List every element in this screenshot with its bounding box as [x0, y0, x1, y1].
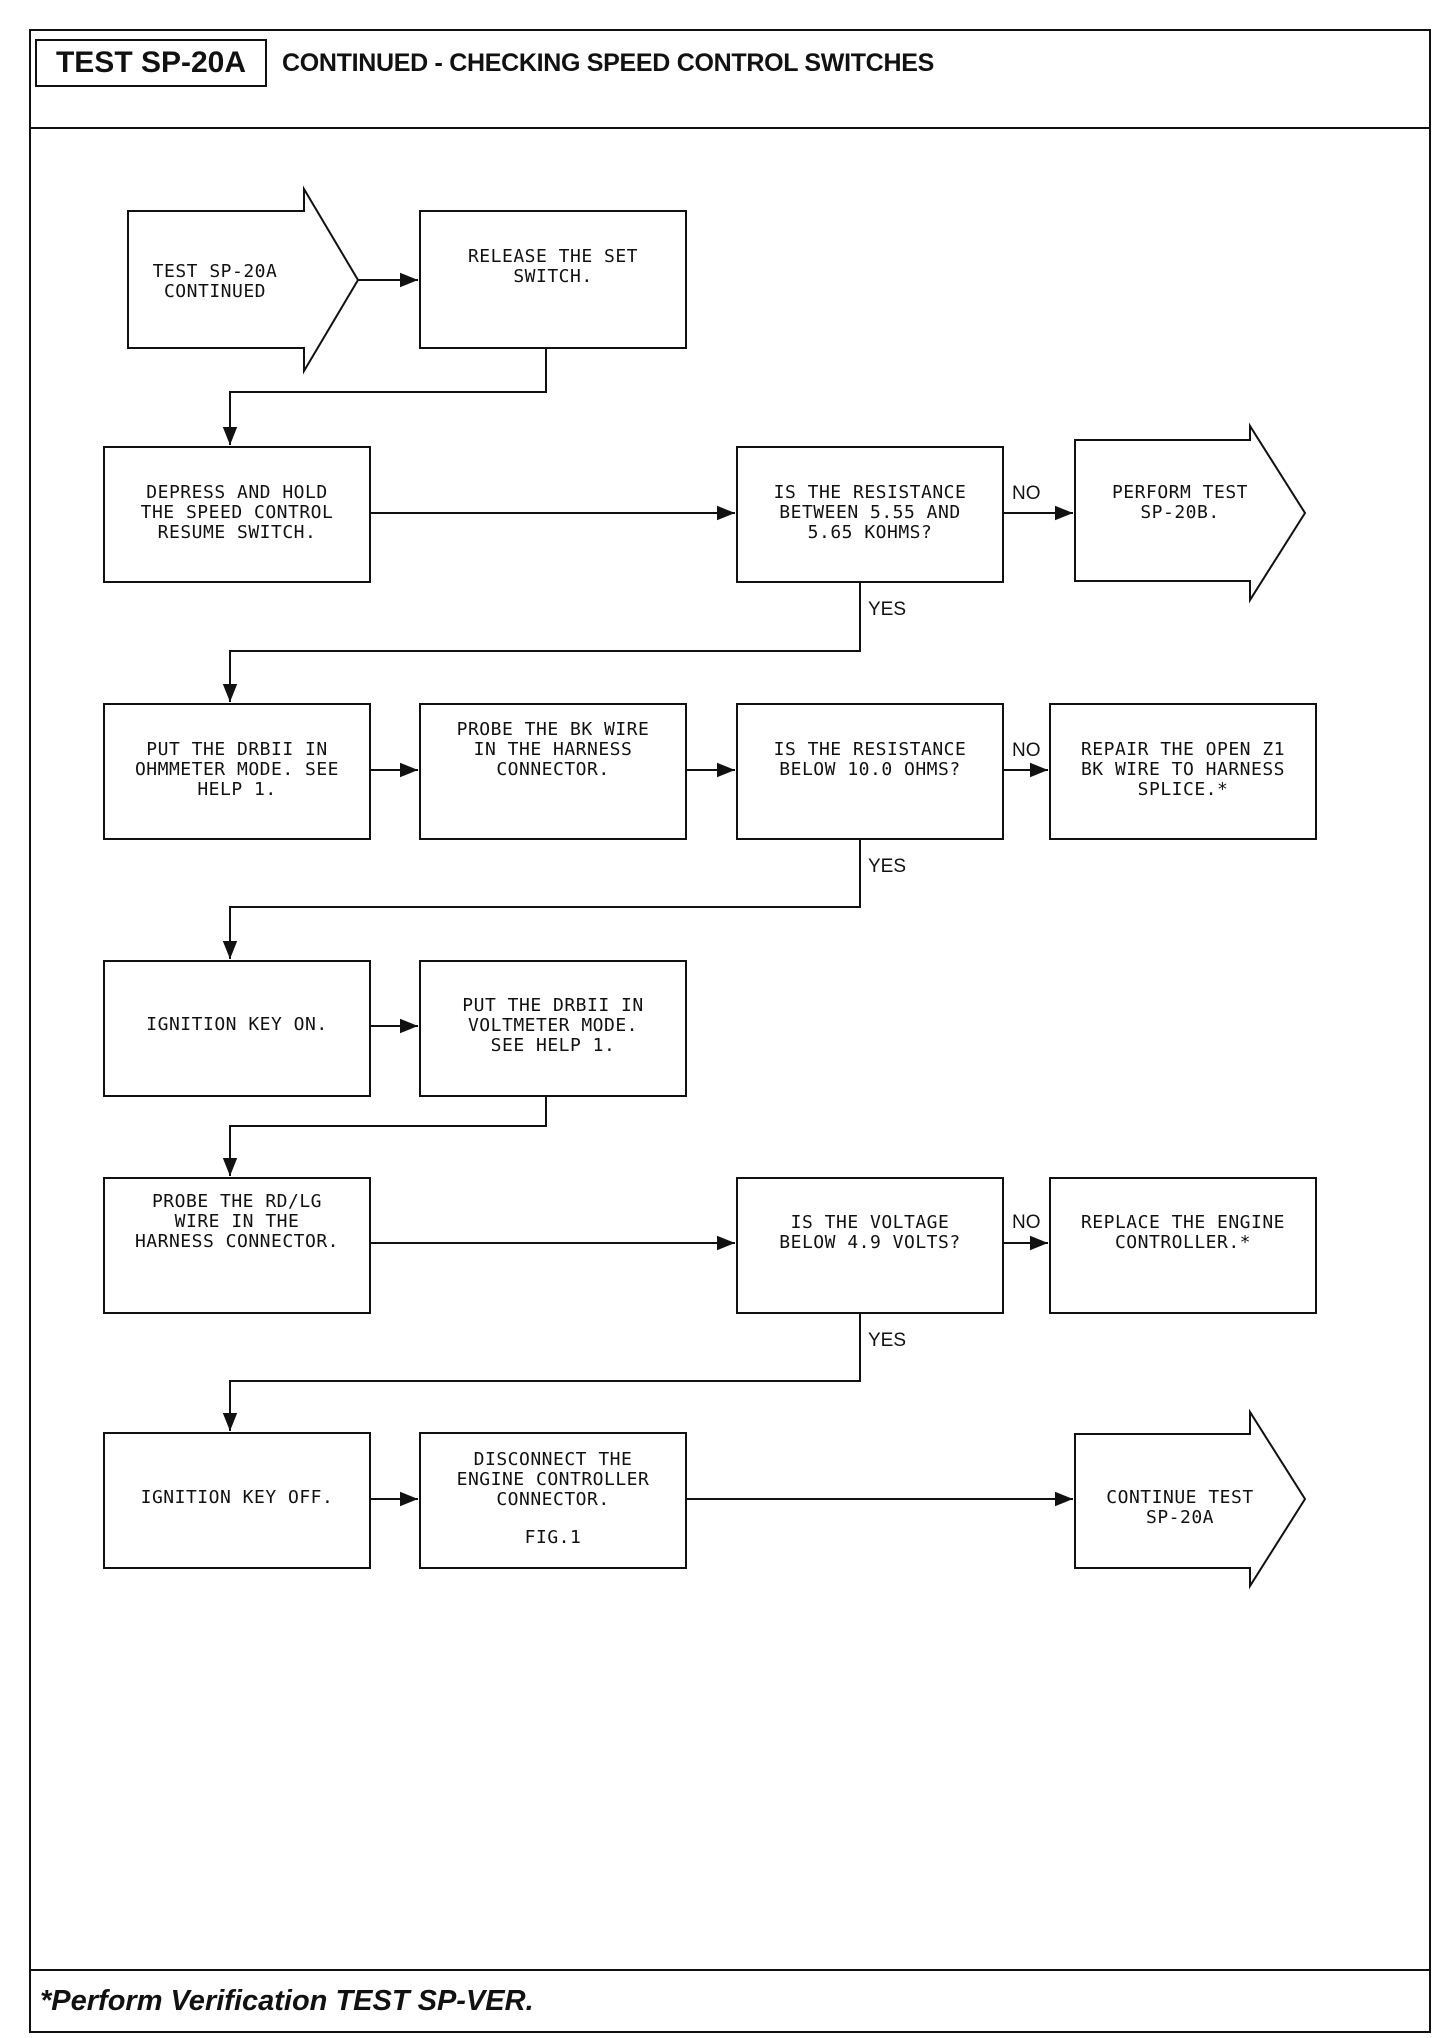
replace-controller-box [1049, 1177, 1317, 1314]
connector [222, 1313, 861, 1431]
probe-rdlg-box [103, 1177, 371, 1314]
continue-20a-arrow [1074, 1408, 1307, 1590]
connector [222, 348, 547, 445]
drbii-ohmmeter-box [103, 703, 371, 840]
test-id-box [35, 39, 267, 87]
perform-20b-text: PERFORM TEST SP-20B. [1111, 482, 1249, 523]
connector [222, 1096, 547, 1176]
depress-resume-text: DEPRESS AND HOLD THE SPEED CONTROL RESUM… [140, 482, 334, 543]
drbii-voltmeter-text: PUT THE DRBII IN VOLTMETER MODE. SEE HEL… [462, 995, 644, 1056]
q-resistance-kohms-box [736, 446, 1004, 583]
yes-label: YES [868, 599, 907, 620]
ignition-on-text: IGNITION KEY ON. [146, 1014, 328, 1035]
page-border [29, 29, 1431, 2033]
fig-reference: FIG.1 [524, 1527, 582, 1548]
drbii-ohmmeter-text: PUT THE DRBII IN OHMMETER MODE. SEE HELP… [134, 739, 340, 800]
no-label: NO [1012, 740, 1041, 761]
page-title: CONTINUED - CHECKING SPEED CONTROL SWITC… [282, 49, 934, 77]
start-label: TEST SP-20A CONTINUED [152, 261, 278, 302]
no-label: NO [1012, 483, 1041, 504]
repair-z1-box [1049, 703, 1317, 840]
ignition-off-text: IGNITION KEY OFF. [140, 1487, 334, 1508]
probe-rdlg-text: PROBE THE RD/LG WIRE IN THE HARNESS CONN… [134, 1191, 340, 1252]
connector [222, 582, 861, 702]
repair-z1-text: REPAIR THE OPEN Z1 BK WIRE TO HARNESS SP… [1080, 739, 1286, 800]
depress-resume-box [103, 446, 371, 583]
footer-note: *Perform Verification TEST SP-VER. [40, 1985, 534, 2017]
q-resistance-ohms-box [736, 703, 1004, 840]
ignition-on-box [103, 960, 371, 1097]
release-set-text: RELEASE THE SET SWITCH. [467, 246, 639, 287]
release-set-box [419, 210, 687, 349]
q-voltage-box [736, 1177, 1004, 1314]
no-label: NO [1012, 1212, 1041, 1233]
connector [222, 839, 861, 959]
probe-bk-text: PROBE THE BK WIRE IN THE HARNESS CONNECT… [456, 719, 650, 780]
disconnect-box [419, 1432, 687, 1569]
ignition-off-box [103, 1432, 371, 1569]
yes-label: YES [868, 1330, 907, 1351]
probe-bk-box [419, 703, 687, 840]
disconnect-text: DISCONNECT THE ENGINE CONTROLLER CONNECT… [456, 1449, 650, 1510]
drbii-voltmeter-box [419, 960, 687, 1097]
yes-label: YES [868, 856, 907, 877]
continue-20a-text: CONTINUE TEST SP-20A [1106, 1487, 1254, 1528]
q-resistance-ohms-text: IS THE RESISTANCE BELOW 10.0 OHMS? [773, 739, 967, 780]
test-id: TEST SP-20A [55, 46, 247, 79]
start-arrow [127, 185, 360, 375]
q-resistance-kohms-text: IS THE RESISTANCE BETWEEN 5.55 AND 5.65 … [773, 482, 967, 543]
q-voltage-text: IS THE VOLTAGE BELOW 4.9 VOLTS? [779, 1212, 961, 1253]
perform-20b-arrow [1074, 422, 1307, 604]
replace-controller-text: REPLACE THE ENGINE CONTROLLER.* [1080, 1212, 1286, 1253]
